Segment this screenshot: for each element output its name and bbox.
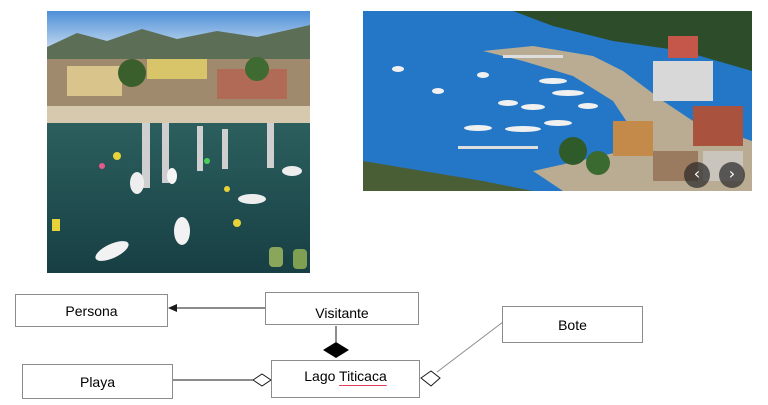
- class-playa: Playa: [22, 364, 173, 399]
- class-label: Lago Titicaca: [304, 368, 387, 384]
- composition-diamond: [323, 342, 349, 358]
- misspelled-word: Titicaca: [339, 368, 387, 384]
- chevron-right-icon: ›: [728, 164, 736, 183]
- class-label: Playa: [79, 373, 116, 390]
- class-bote: Bote: [502, 306, 643, 343]
- harbor-photo: [47, 11, 310, 273]
- carousel-next-button[interactable]: ›: [719, 162, 745, 188]
- carousel-prev-button[interactable]: ‹: [684, 162, 710, 188]
- aggregation-diamond: [252, 373, 272, 387]
- class-label: Visitante: [315, 304, 369, 321]
- chevron-left-icon: ‹: [693, 164, 701, 183]
- class-visitante: Visitante: [265, 292, 419, 325]
- class-persona: Persona: [15, 294, 168, 327]
- class-lago-titicaca: Lago Titicaca: [271, 360, 420, 398]
- bay-photo: [363, 11, 752, 191]
- class-label: Bote: [558, 316, 587, 333]
- class-label: Persona: [65, 302, 118, 319]
- aggregation-diamond: [420, 370, 441, 387]
- arrowhead: [168, 304, 177, 312]
- bote-aggregation-line: [436, 321, 504, 373]
